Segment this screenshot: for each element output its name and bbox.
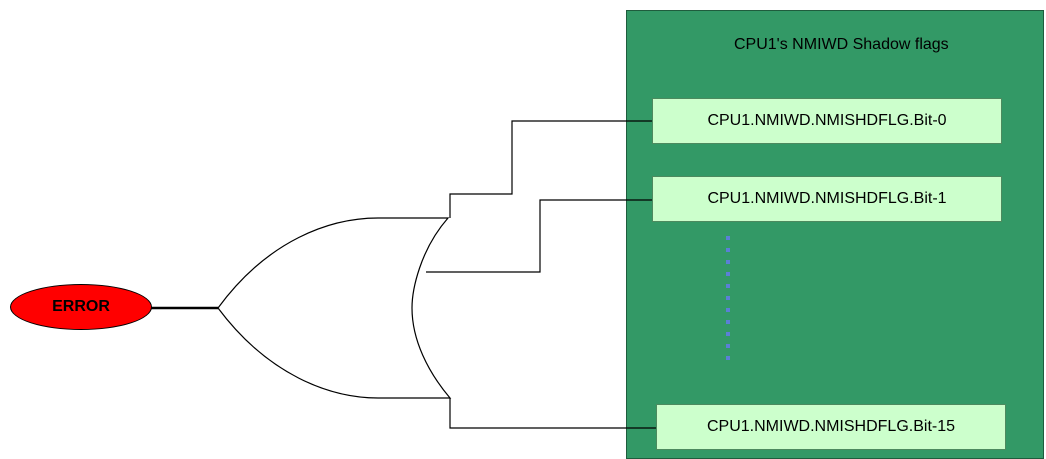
error-output: ERROR bbox=[10, 284, 152, 330]
panel-title: CPU1's NMIWD Shadow flags bbox=[734, 36, 949, 53]
wire-bit-0 bbox=[449, 120, 652, 218]
wire-bit-1 bbox=[426, 199, 652, 273]
wire-bit-15 bbox=[449, 398, 656, 429]
or-gate bbox=[217, 217, 452, 399]
shadow-flags-panel bbox=[626, 10, 1044, 459]
flag-bit-1: CPU1.NMIWD.NMISHDFLG.Bit-1 bbox=[652, 176, 1002, 222]
flag-bit-15: CPU1.NMIWD.NMISHDFLG.Bit-15 bbox=[656, 404, 1006, 450]
flag-bit-0: CPU1.NMIWD.NMISHDFLG.Bit-0 bbox=[652, 98, 1002, 144]
